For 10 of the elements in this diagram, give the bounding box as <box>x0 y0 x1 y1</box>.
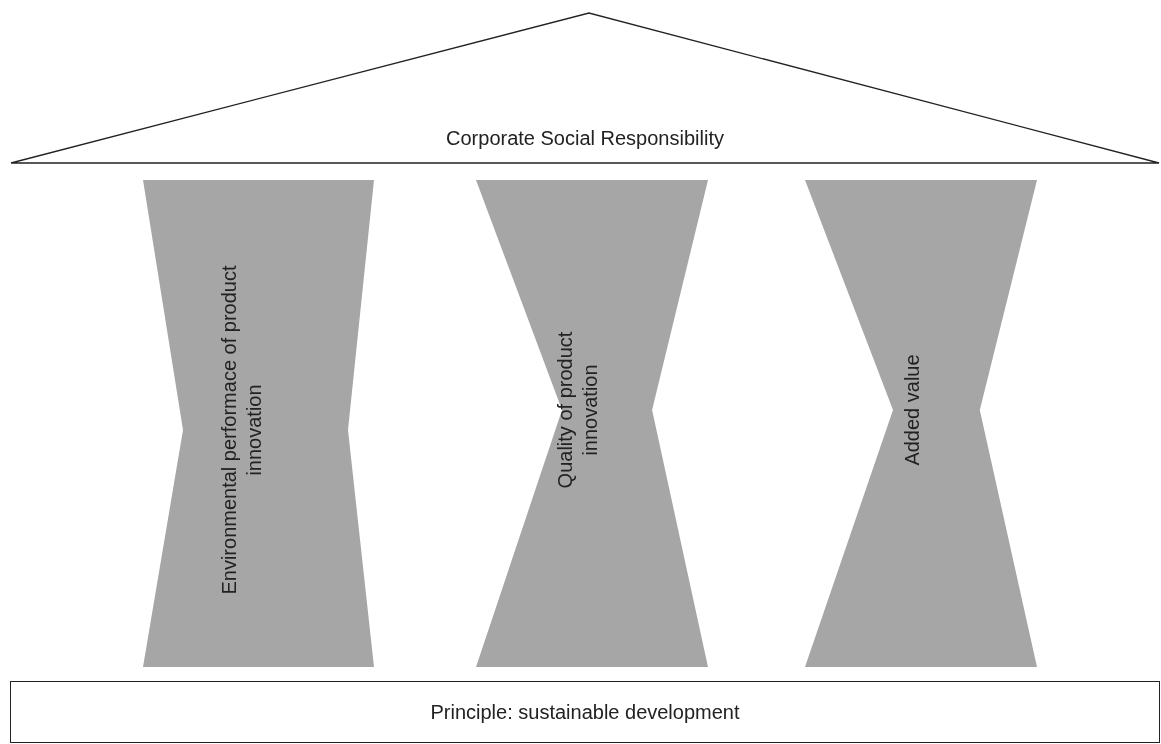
pillar-shape <box>143 180 374 667</box>
roof-label: Corporate Social Responsibility <box>445 126 725 151</box>
pillar-shape <box>476 180 708 667</box>
base-box <box>10 681 1160 743</box>
base-label: Principle: sustainable development <box>430 700 740 725</box>
pillar-label: Quality of product innovation <box>553 330 602 491</box>
pillar-label: Environmental performace of product innovation <box>217 264 266 597</box>
pillar-shape <box>805 180 1037 667</box>
pillar-label: Added value <box>899 353 924 468</box>
roof-triangle <box>10 12 1160 164</box>
